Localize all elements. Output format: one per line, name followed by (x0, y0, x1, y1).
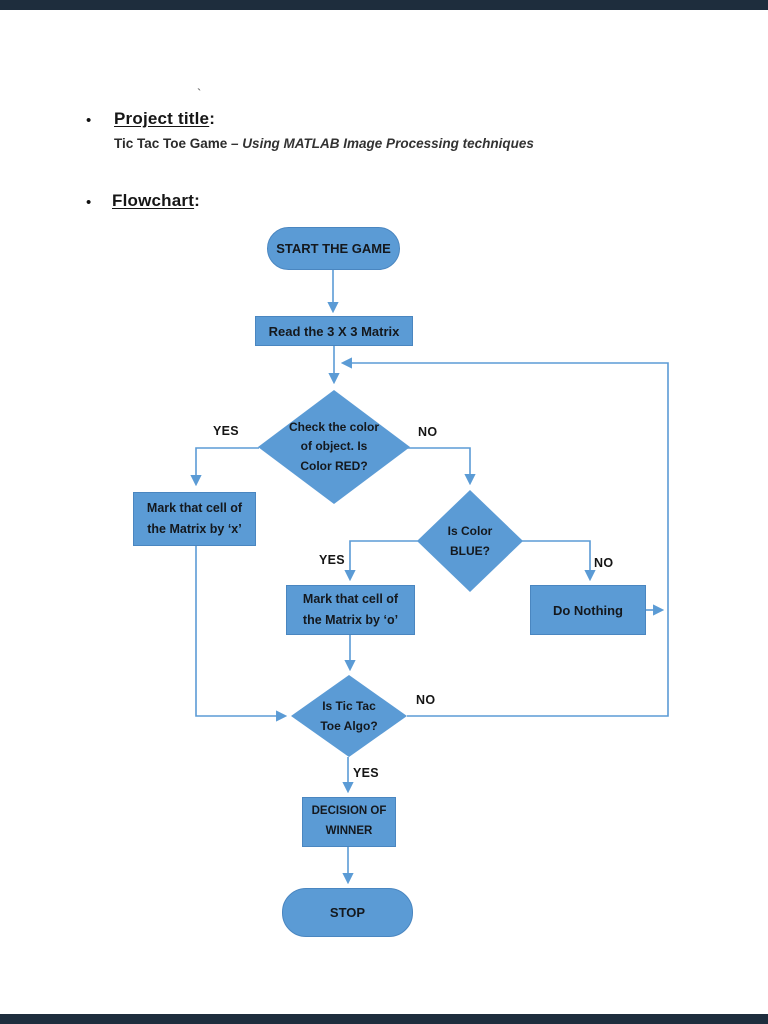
stray-mark: ` (197, 86, 202, 101)
mark-x-line2: the Matrix by ‘x’ (147, 522, 242, 536)
node-read-matrix: Read the 3 X 3 Matrix (255, 316, 413, 346)
bullet-flowchart: • (86, 194, 92, 211)
viewer-top-bar (0, 0, 768, 10)
edge-label-algo-yes: YES (353, 766, 379, 780)
connector-checkblue-yes-to-marko (344, 540, 418, 582)
node-start: START THE GAME (267, 227, 400, 270)
project-title-text: Project title (114, 109, 210, 128)
node-do-nothing: Do Nothing (530, 585, 646, 635)
edge-label-red-no: NO (418, 425, 438, 439)
connector-checkred-yes-to-markx (190, 447, 259, 487)
check-blue-line1: Is Color (447, 523, 493, 538)
project-subtitle-bold: Tic Tac Toe Game (114, 136, 232, 151)
connector-loopback (340, 357, 669, 717)
node-decision: DECISION OF WINNER (302, 797, 396, 847)
mark-o-line2: the Matrix by ‘o’ (302, 613, 399, 627)
connector-checkblue-no-to-donothing (522, 540, 596, 582)
check-algo-line2: Toe Algo? (320, 719, 378, 733)
check-red-line1: Check the color (288, 420, 380, 435)
decision-line2: WINNER (325, 825, 373, 837)
mark-o-line1: Mark that cell of (302, 591, 399, 606)
flowchart-heading-text: Flowchart (112, 191, 195, 210)
connector-markx-to-checkalgo (195, 546, 288, 722)
edge-label-red-yes: YES (213, 424, 239, 438)
mark-x-line1: Mark that cell of (146, 500, 243, 515)
project-title-colon: : (209, 109, 216, 128)
check-algo-line1: Is Tic Tac (322, 698, 376, 713)
node-check-red-text: Check the color of object. Is Color RED? (289, 418, 379, 476)
flowchart-heading-colon: : (194, 191, 200, 210)
connector-checkred-no-to-checkblue (407, 447, 476, 486)
check-red-line2: of object. Is (300, 439, 368, 454)
node-mark-o: Mark that cell of the Matrix by ‘o’ (286, 585, 415, 635)
project-subtitle-italic: – Using MATLAB Image Processing techniqu… (231, 136, 534, 151)
bullet-project-title: • (86, 112, 92, 129)
flowchart-heading: Flowchart: (112, 191, 200, 211)
viewer-bottom-bar (0, 1014, 768, 1024)
node-stop: STOP (282, 888, 413, 937)
node-mark-x-text: Mark that cell of the Matrix by ‘x’ (147, 498, 242, 541)
node-mark-x: Mark that cell of the Matrix by ‘x’ (133, 492, 256, 546)
edge-label-algo-no: NO (416, 693, 436, 707)
check-blue-line2: BLUE? (449, 544, 490, 558)
node-mark-o-text: Mark that cell of the Matrix by ‘o’ (303, 589, 398, 632)
project-subtitle: Tic Tac Toe Game – Using MATLAB Image Pr… (114, 136, 534, 151)
project-title-heading: Project title: (114, 109, 215, 129)
check-red-line3: Color RED? (300, 458, 368, 473)
decision-line1: DECISION OF (311, 805, 387, 818)
edge-label-blue-no: NO (594, 556, 614, 570)
node-decision-text: DECISION OF WINNER (312, 802, 387, 841)
edge-label-blue-yes: YES (319, 553, 345, 567)
